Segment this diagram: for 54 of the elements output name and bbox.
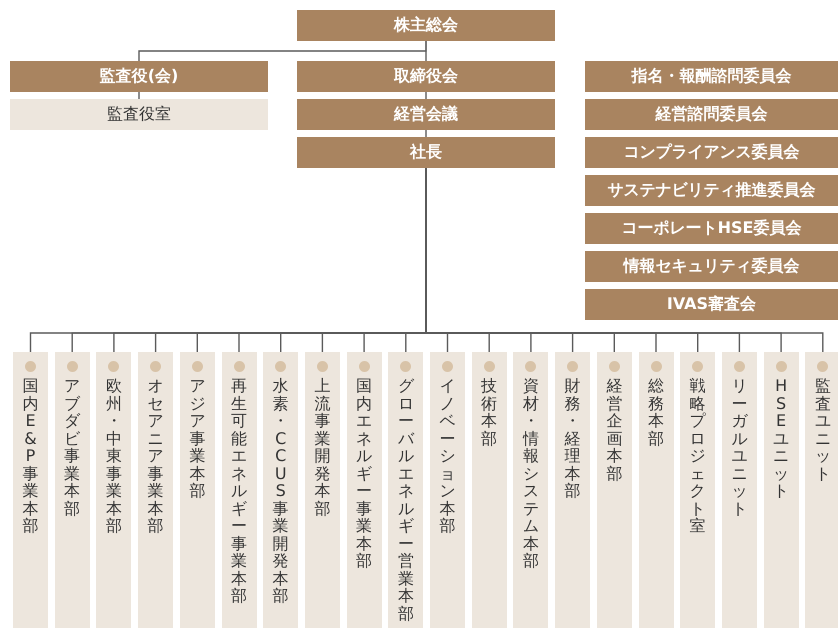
division-name: リーガルユニット — [730, 377, 748, 517]
organization-box: 取締役会 — [297, 61, 555, 92]
organization-box: 指名・報酬諮問委員会 — [585, 61, 838, 92]
division-name: 国内エネルギー事業本部 — [356, 377, 373, 570]
division-name: 資材・情報システム本部 — [522, 377, 540, 570]
division-name: 上流事業開発本部 — [314, 377, 331, 517]
division-column — [54, 352, 90, 628]
division-column — [138, 352, 174, 628]
division-name: オセアニア事業本部 — [147, 377, 164, 534]
division-name: 総務本部 — [648, 377, 664, 447]
division-column — [388, 352, 424, 628]
division-name: 技術本部 — [480, 377, 498, 447]
division-name: 水素・CCUS事業開発本部 — [272, 377, 290, 604]
organization-box: 監査役(会) — [10, 61, 268, 92]
division-name: 再生可能エネルギー事業本部 — [230, 377, 248, 604]
organization-box: 経営会議 — [297, 99, 555, 130]
division-column — [96, 352, 132, 628]
division-column — [555, 352, 590, 628]
division-column — [638, 352, 674, 628]
division-column — [430, 352, 465, 628]
division-column — [263, 352, 298, 628]
organization-box: 経営諮問委員会 — [585, 99, 838, 130]
division-name: 欧州・中東事業本部 — [105, 377, 122, 534]
organization-box: コンプライアンス委員会 — [585, 137, 838, 168]
division-column — [346, 352, 382, 628]
organization-box: コーポレートHSE委員会 — [585, 213, 838, 244]
division-column — [304, 352, 340, 628]
division-column — [222, 352, 256, 628]
division-column — [805, 352, 838, 628]
organization-box: 社長 — [297, 137, 555, 168]
organization-box: サステナビリティ推進委員会 — [585, 175, 838, 206]
division-name: アジア事業本部 — [188, 377, 206, 500]
division-column — [722, 352, 757, 628]
division-column — [472, 352, 507, 628]
division-column — [180, 352, 215, 628]
division-name: 経営企画本部 — [606, 377, 623, 482]
organization-box: 情報セキュリティ委員会 — [585, 251, 838, 282]
organization-box: IVAS審査会 — [585, 289, 838, 320]
division-name: HSEユニット — [772, 377, 790, 500]
division-column — [596, 352, 632, 628]
division-name: グローバルエネルギー営業本部 — [397, 377, 414, 622]
organization-box: 株主総会 — [297, 10, 555, 41]
division-name: 財務・経理本部 — [564, 377, 582, 500]
division-name: 国内E&P事業本部 — [22, 377, 39, 534]
division-column — [680, 352, 716, 628]
division-name: アブダビ事業本部 — [64, 377, 81, 517]
office-box: 監査役室 — [10, 99, 268, 130]
division-column — [764, 352, 799, 628]
division-name: 戦略プロジェクト室 — [689, 377, 706, 534]
connector-line — [425, 41, 427, 61]
division-name: 監査ユニット — [814, 377, 832, 482]
division-name: イノベーション本部 — [439, 377, 456, 534]
division-column — [13, 352, 48, 628]
division-column — [513, 352, 548, 628]
